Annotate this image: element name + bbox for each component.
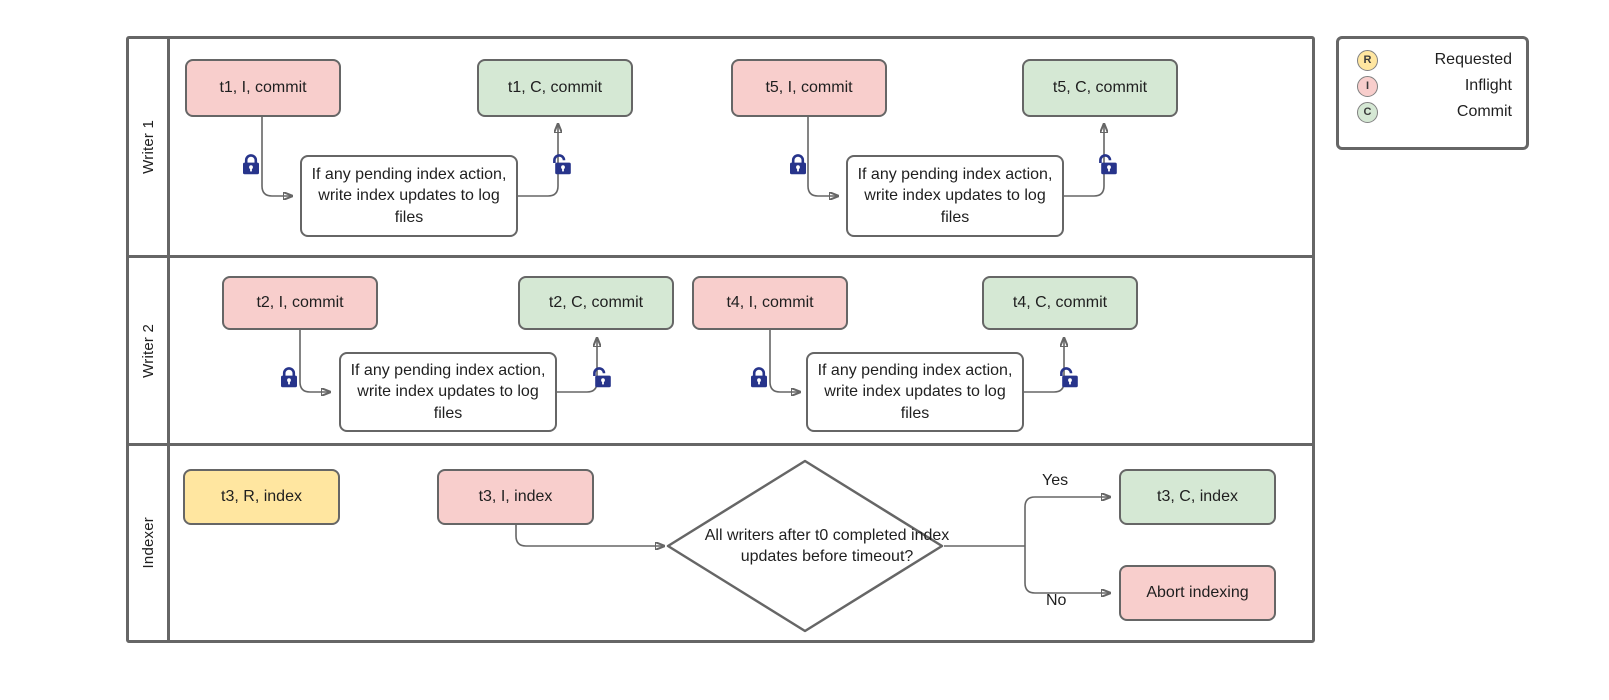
lane-label-indexer: Indexer (139, 517, 157, 569)
process-writer1-right[interactable]: If any pending index action, write index… (846, 155, 1064, 237)
lock-open-icon (590, 366, 612, 390)
edge-label-yes: Yes (1042, 472, 1069, 489)
process-label: If any pending index action, write index… (817, 362, 1013, 422)
process-writer2-left[interactable]: If any pending index action, write index… (339, 352, 557, 432)
lane-indexer: Indexer (129, 446, 1312, 640)
node-label: t2, I, commit (256, 294, 344, 312)
legend-chip-commit-icon: C (1357, 101, 1378, 123)
node-label: t3, C, index (1157, 488, 1238, 506)
legend-item-requested: R Requested (1357, 47, 1512, 73)
node-label: t5, I, commit (765, 79, 853, 97)
lock-open-icon (1057, 366, 1079, 390)
lane-writer-1: Writer 1 (129, 39, 1312, 258)
lane-header-writer-1: Writer 1 (129, 39, 170, 255)
node-abort-indexing[interactable]: Abort indexing (1119, 565, 1276, 621)
lane-label-writer-1: Writer 1 (139, 120, 157, 174)
legend-item-commit: C Commit (1357, 99, 1512, 125)
node-t2-commit-commit[interactable]: t2, C, commit (518, 276, 674, 330)
node-label: t5, C, commit (1052, 79, 1148, 97)
edge-label-no: No (1046, 592, 1067, 609)
process-writer2-right[interactable]: If any pending index action, write index… (806, 352, 1024, 432)
lock-open-icon (550, 153, 572, 177)
legend-chip-requested-icon: R (1357, 49, 1378, 71)
process-label: If any pending index action, write index… (857, 166, 1053, 226)
legend-chip-letter: R (1363, 54, 1372, 66)
node-t3-commit-index[interactable]: t3, C, index (1119, 469, 1276, 525)
node-t5-inflight-commit[interactable]: t5, I, commit (731, 59, 887, 117)
lane-label-writer-2: Writer 2 (139, 323, 157, 378)
node-label: t1, I, commit (219, 79, 307, 97)
lock-closed-icon (278, 366, 300, 390)
lock-closed-icon (787, 153, 809, 177)
node-label: t3, I, index (478, 488, 553, 506)
node-label: t3, R, index (221, 488, 302, 506)
legend-panel: R Requested I Inflight C Commit (1336, 36, 1529, 150)
legend-item-inflight: I Inflight (1357, 73, 1512, 99)
process-writer1-left[interactable]: If any pending index action, write index… (300, 155, 518, 237)
process-label: If any pending index action, write index… (350, 362, 546, 422)
node-label: Abort indexing (1146, 584, 1249, 602)
lock-closed-icon (748, 366, 770, 390)
lock-closed-icon (240, 153, 262, 177)
decision-all-writers-completed[interactable]: All writers after t0 completed index upd… (665, 458, 949, 634)
decision-shape (666, 459, 944, 633)
node-t4-inflight-commit[interactable]: t4, I, commit (692, 276, 848, 330)
node-t4-commit-commit[interactable]: t4, C, commit (982, 276, 1138, 330)
node-t5-commit-commit[interactable]: t5, C, commit (1022, 59, 1178, 117)
legend-chip-letter: I (1365, 80, 1370, 92)
lane-header-indexer: Indexer (129, 446, 170, 640)
node-label: t1, C, commit (507, 79, 603, 97)
legend-chip-letter: C (1363, 106, 1372, 118)
lane-writer-2: Writer 2 (129, 258, 1312, 446)
node-label: t4, C, commit (1012, 294, 1108, 312)
node-label: t4, I, commit (726, 294, 814, 312)
node-t1-inflight-commit[interactable]: t1, I, commit (185, 59, 341, 117)
node-t3-inflight-index[interactable]: t3, I, index (437, 469, 594, 525)
node-t2-inflight-commit[interactable]: t2, I, commit (222, 276, 378, 330)
legend-chip-inflight-icon: I (1357, 75, 1378, 97)
node-label: t2, C, commit (548, 294, 644, 312)
node-t1-commit-commit[interactable]: t1, C, commit (477, 59, 633, 117)
lock-open-icon (1096, 153, 1118, 177)
process-label: If any pending index action, write index… (311, 166, 507, 226)
lane-header-writer-2: Writer 2 (129, 258, 170, 443)
legend-label-commit: Commit (1456, 103, 1512, 120)
legend-label-requested: Requested (1434, 51, 1512, 68)
node-t3-requested-index[interactable]: t3, R, index (183, 469, 340, 525)
legend-label-inflight: Inflight (1464, 77, 1512, 94)
